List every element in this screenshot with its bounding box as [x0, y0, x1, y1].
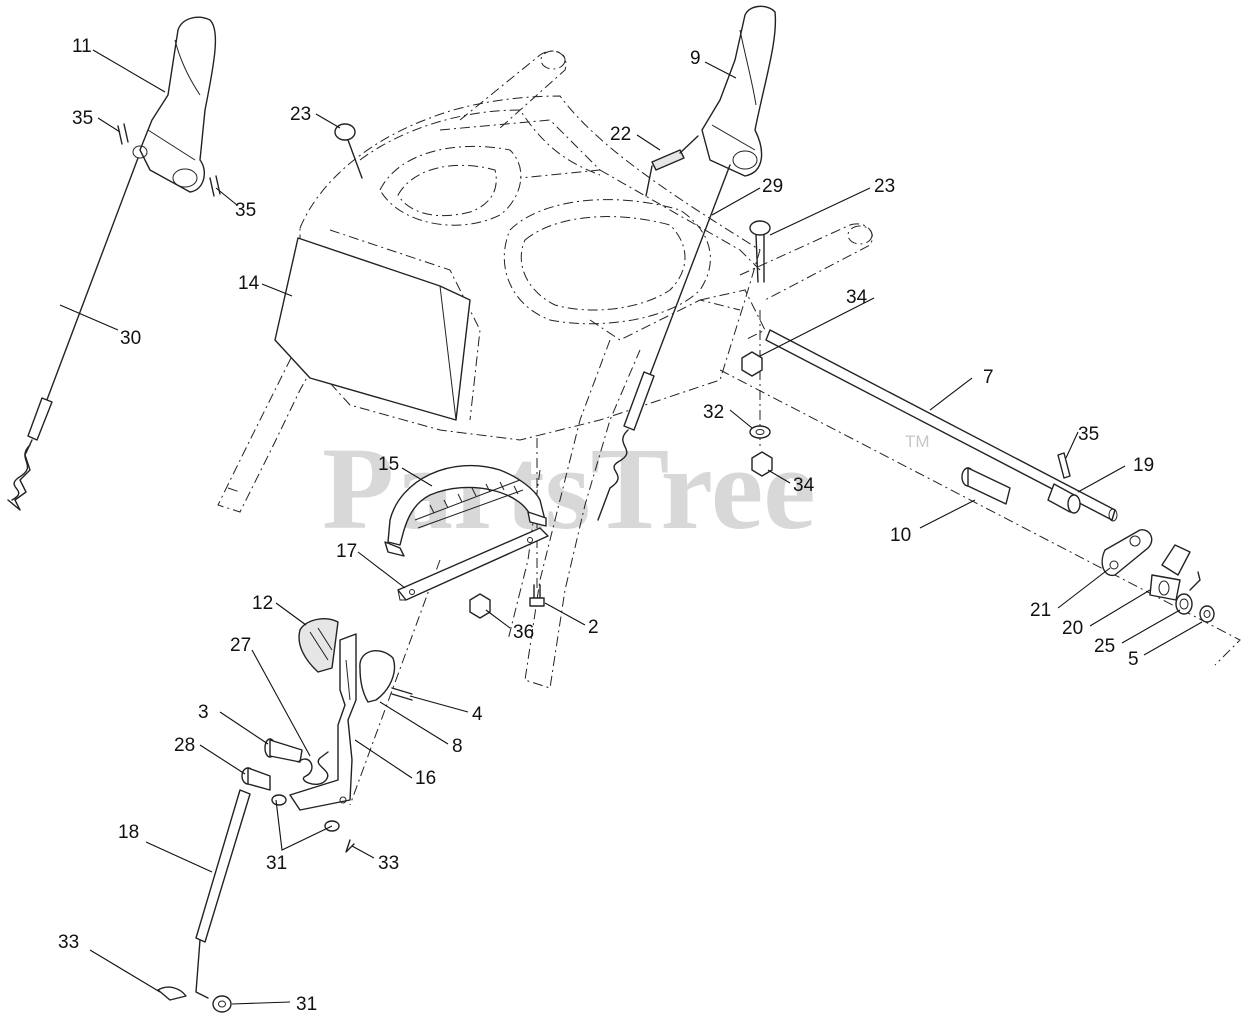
callout-14: 14 [238, 273, 260, 294]
callout-25: 25 [1094, 636, 1115, 657]
part-29-right-cable [597, 164, 731, 521]
callout-11: 11 [72, 36, 92, 57]
callout-27: 27 [230, 635, 251, 656]
callout-10: 10 [890, 525, 911, 546]
lower-frame-tube [507, 339, 641, 689]
callout-19: 19 [1133, 455, 1154, 476]
part-12-knob [298, 618, 339, 673]
part-18-link-rod [195, 789, 251, 999]
part-31-washer-lower [212, 995, 232, 1013]
part-5-washer [1199, 605, 1215, 623]
callout-35: 35 [1078, 424, 1099, 445]
callout-32: 32 [703, 402, 724, 423]
part-32-washer [749, 425, 771, 439]
callout-9: 9 [690, 48, 701, 69]
part-34-nut-lower [751, 451, 773, 477]
callout-17: 17 [336, 541, 357, 562]
part-15-index-bracket [384, 464, 547, 557]
part-2-bolt [529, 584, 545, 607]
callout-36: 36 [513, 622, 534, 643]
part-7-shaft [765, 329, 1118, 522]
callout-33: 33 [378, 853, 399, 874]
part-4-screw [391, 687, 413, 701]
callout-34: 34 [846, 287, 868, 308]
left-upper-handle-tube [459, 50, 567, 129]
callout-31: 31 [296, 994, 317, 1015]
callout-35: 35 [72, 108, 93, 129]
part-19-collar [1047, 483, 1081, 514]
leader-lines [59, 49, 1203, 1005]
callout-8: 8 [452, 736, 463, 757]
part-21-plate [1101, 529, 1153, 577]
left-frame-tube [217, 339, 323, 513]
part-20-cam [1149, 544, 1191, 601]
part-8-handle-knob [359, 650, 396, 703]
part-16-shift-lever [289, 633, 357, 811]
watermark-text: PartsTree [322, 423, 816, 554]
callout-35: 35 [235, 200, 256, 221]
part-10-bolt [961, 467, 1011, 505]
callout-15: 15 [378, 454, 399, 475]
callout-12: 12 [252, 593, 273, 614]
part-30-left-cable [7, 157, 139, 511]
part-28-bushing [241, 767, 271, 791]
part-33-cotter-pin-upper [345, 839, 355, 853]
callout-5: 5 [1128, 649, 1139, 670]
callout-labels: 11 35 35 30 14 23 22 9 29 23 34 7 32 34 … [58, 36, 1154, 1015]
callout-33: 33 [58, 932, 79, 953]
part-23-pin-left [334, 123, 363, 179]
callout-23: 23 [874, 176, 895, 197]
part-9-right-handle [701, 5, 777, 177]
part-22-spring [645, 135, 699, 197]
callout-23: 23 [290, 104, 311, 125]
watermark-trademark: TM [905, 432, 930, 451]
part-35-pins [117, 123, 1071, 479]
callout-16: 16 [415, 768, 436, 789]
callout-18: 18 [118, 822, 139, 843]
callout-4: 4 [472, 704, 483, 725]
callout-2: 2 [588, 617, 599, 638]
callout-21: 21 [1030, 600, 1051, 621]
right-upper-handle-tube [739, 223, 873, 301]
part-25-spring-washer [1175, 571, 1201, 615]
part-17-channel-bracket [397, 527, 549, 601]
callout-20: 20 [1062, 618, 1083, 639]
callout-22: 22 [610, 124, 631, 145]
callout-28: 28 [174, 735, 195, 756]
part-3-shoulder-bolt [264, 738, 303, 763]
callout-34: 34 [793, 475, 815, 496]
part-14-panel [274, 237, 471, 421]
part-27-spring [297, 751, 329, 785]
callout-7: 7 [983, 367, 994, 388]
part-11-left-handle [132, 16, 217, 193]
callout-29: 29 [762, 176, 783, 197]
callout-30: 30 [120, 328, 141, 349]
part-34-nut-upper [741, 351, 763, 377]
callout-3: 3 [198, 702, 209, 723]
console-housing [299, 95, 766, 441]
part-23-pin-right [749, 220, 771, 283]
part-36-nut [469, 593, 491, 619]
part-33-cotter-pin-lower [157, 986, 187, 1001]
callout-31: 31 [266, 853, 287, 874]
